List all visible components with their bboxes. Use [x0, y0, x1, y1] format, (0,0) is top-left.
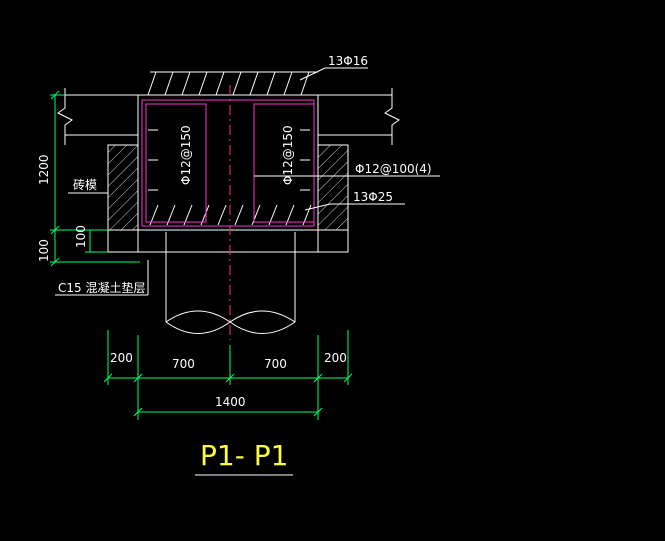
stirrups: [141, 99, 315, 227]
label-side-bar-right: Φ12@150: [281, 125, 295, 185]
top-bars: [147, 71, 318, 96]
section-title: P1- P1: [200, 439, 288, 472]
dimension-ticks: [50, 90, 353, 417]
beam-outline: [107, 94, 349, 253]
label-side-bar-left: Φ12@150: [179, 125, 193, 185]
label-top-bar: 13Φ16: [328, 54, 368, 68]
slab-outline: [57, 88, 400, 145]
brick-mould: [107, 144, 349, 231]
pile: [165, 232, 296, 334]
leaders: [55, 67, 440, 296]
dim-total: 1400: [215, 395, 246, 409]
side-bars: [148, 129, 310, 191]
label-stirrup: Φ12@100(4): [355, 162, 432, 176]
dim-left-bottom: 100: [37, 239, 51, 262]
label-bottom-bar: 13Φ25: [353, 190, 393, 204]
dim-inner-bottom: 100: [74, 225, 88, 248]
dimension-lines: [50, 94, 349, 476]
label-cushion: C15 混凝土垫层: [58, 280, 145, 295]
dim-span-left-inner: 700: [172, 357, 195, 371]
dim-span-right-inner: 700: [264, 357, 287, 371]
label-brick: 砖模: [73, 177, 97, 192]
dim-span-left-outer: 200: [110, 351, 133, 365]
dim-span-right-outer: 200: [324, 351, 347, 365]
dim-left-height: 1200: [37, 154, 51, 185]
